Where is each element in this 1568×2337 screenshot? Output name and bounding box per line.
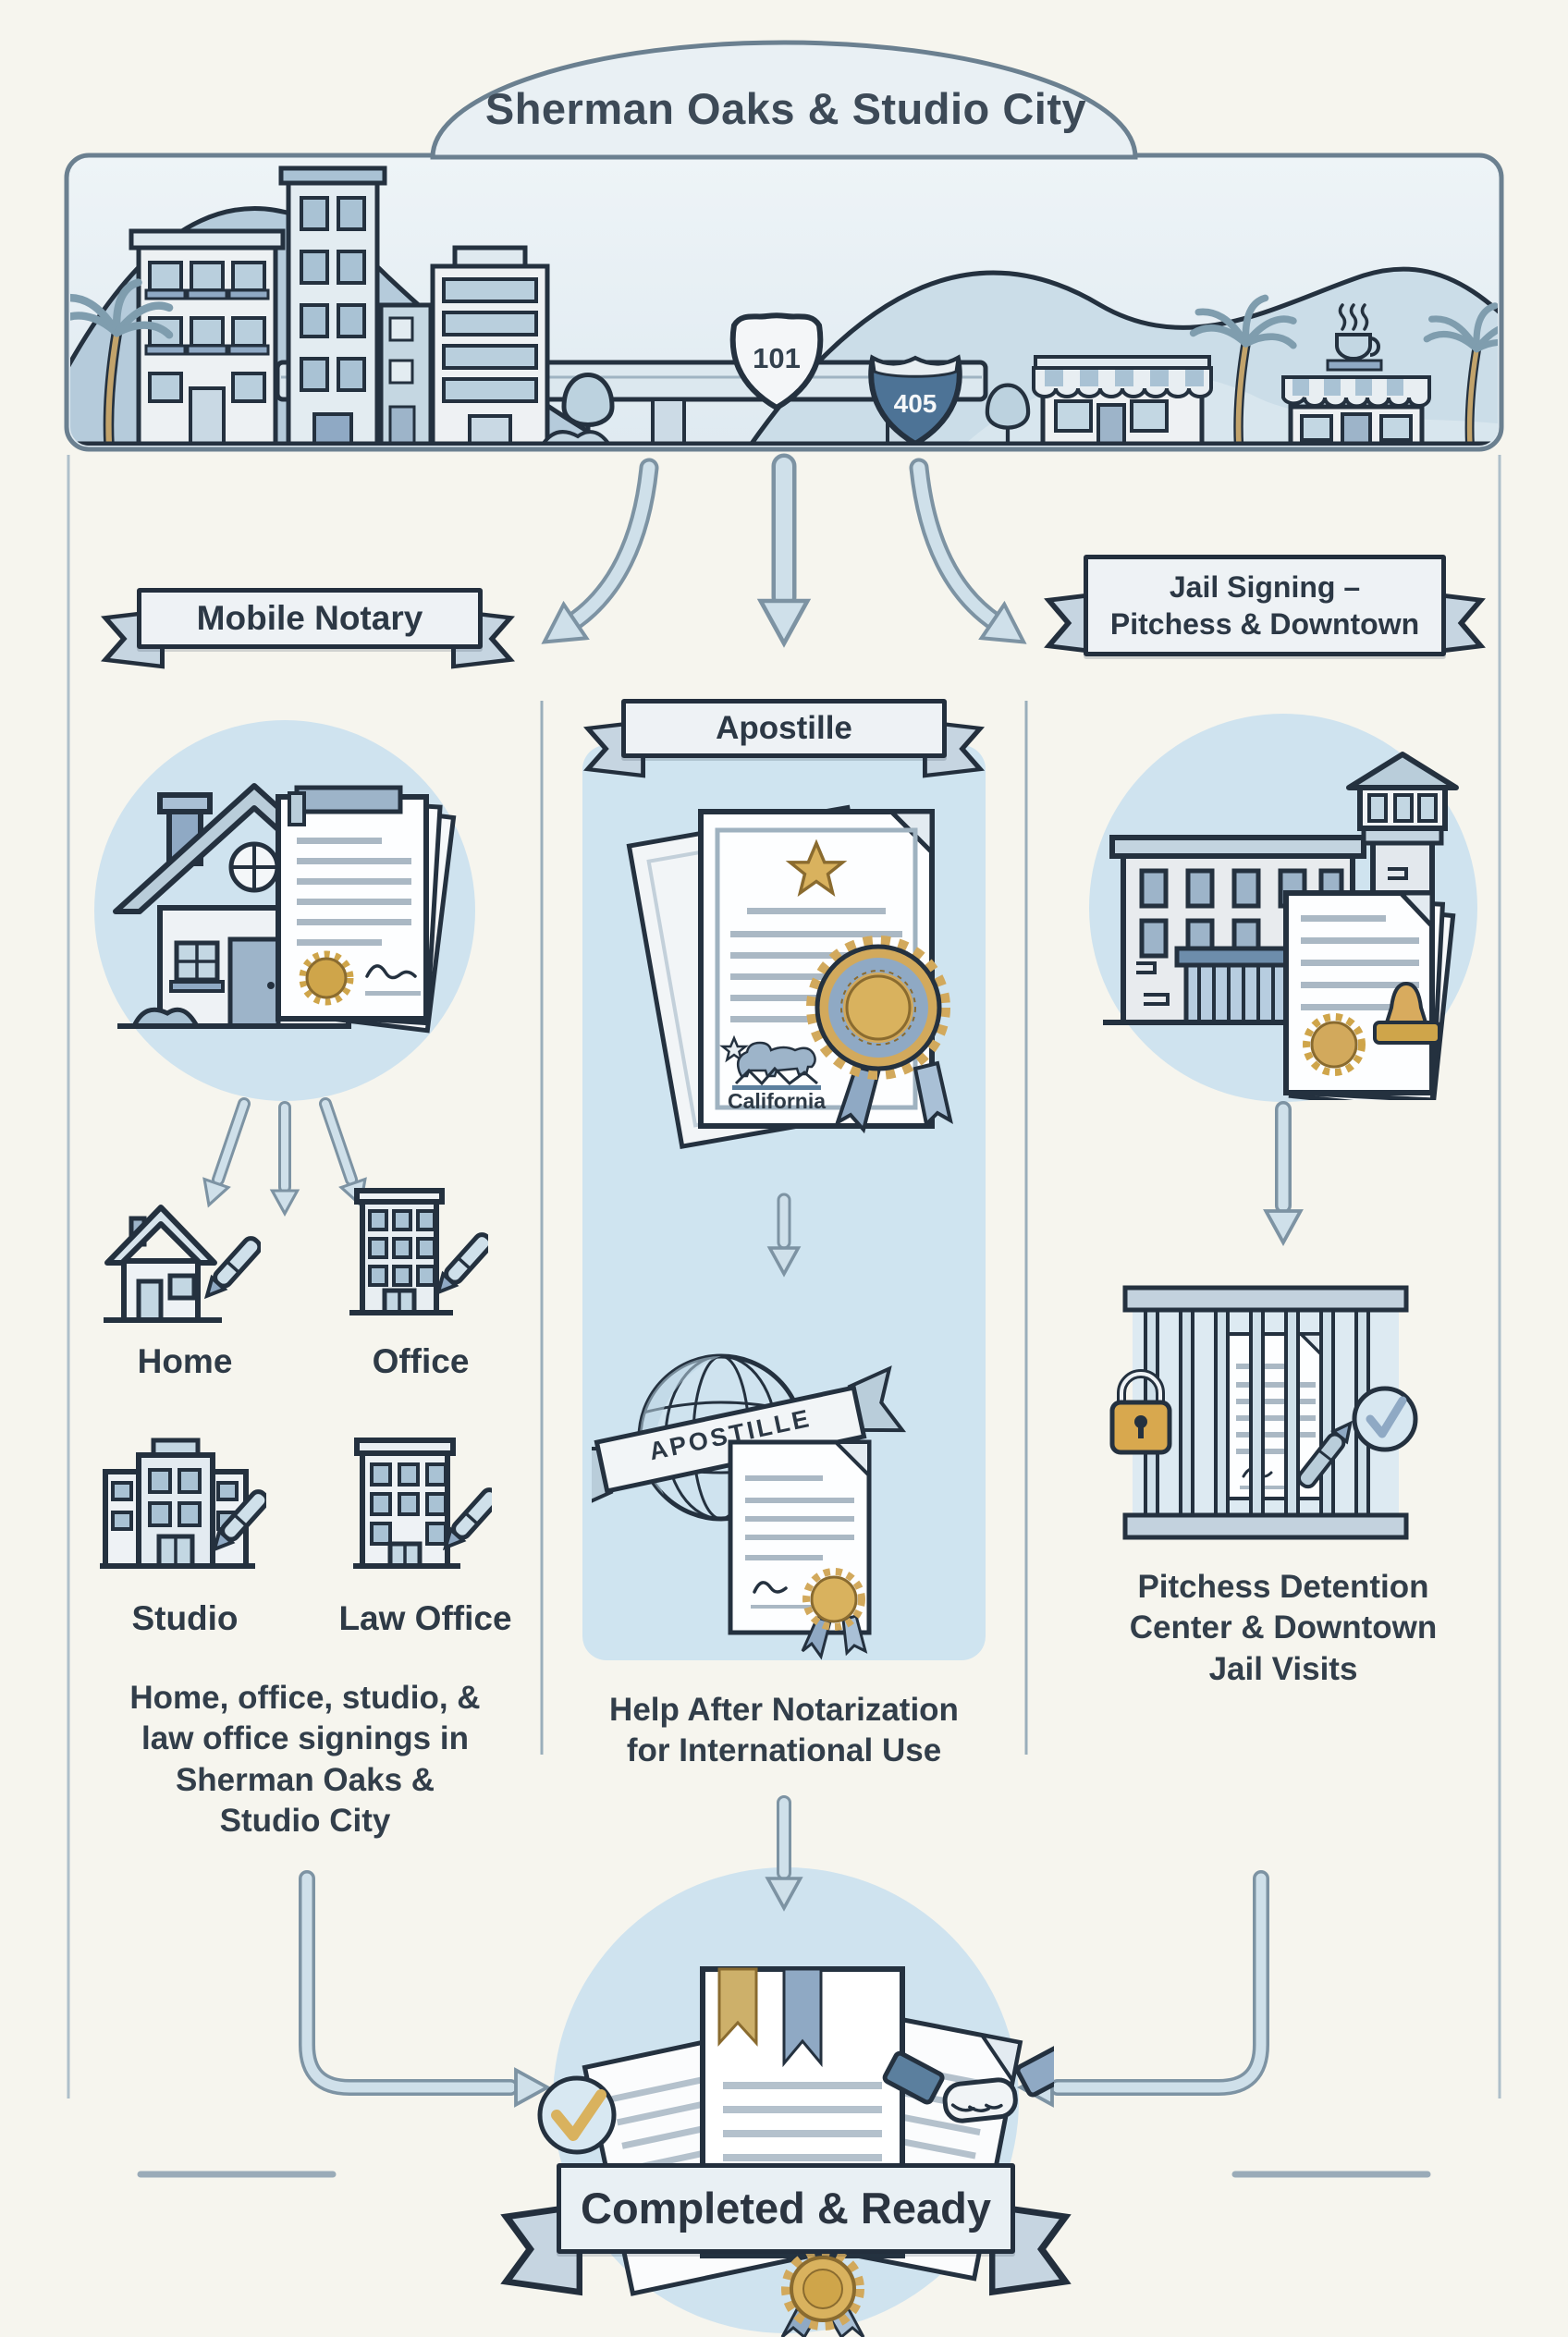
arrow-top-center — [761, 453, 808, 643]
page-title: Sherman Oaks & Studio City — [484, 84, 1087, 133]
rosette-seal-icon — [780, 2247, 865, 2337]
office-slat-building-icon — [430, 245, 550, 446]
arrow-fan-center — [270, 1101, 300, 1216]
studio-location-icon — [100, 1438, 266, 1569]
pen-icon — [442, 1487, 492, 1551]
arrow-bottom-left-elbow — [299, 1870, 549, 2107]
small-star-icon — [719, 1034, 749, 1063]
stamp-icon — [1373, 981, 1441, 1045]
star-icon — [785, 838, 848, 898]
padlock-icon — [1109, 1369, 1172, 1455]
jail-document-stack-icon — [1283, 890, 1456, 1100]
rosette-seal-icon — [801, 1568, 868, 1660]
bars-bottom-rail — [1122, 1512, 1409, 1540]
home-location-icon — [104, 1205, 261, 1323]
midrise-building-icon — [378, 302, 434, 446]
apostille-banner: Apostille — [582, 699, 986, 801]
mobile-notary-caption: Home, office, studio, & law office signi… — [129, 1680, 481, 1840]
studio-building-icon — [100, 1438, 255, 1569]
seal-icon — [299, 950, 354, 1006]
handshake-icon — [882, 2043, 1054, 2123]
california-label: California — [727, 1089, 827, 1113]
california-bear-icon — [732, 1041, 821, 1090]
jail-signing-banner: Jail Signing – Pitchess & Downtown — [1043, 555, 1487, 703]
apostille-document-icon — [728, 1439, 872, 1660]
rosette-seal-icon — [806, 936, 953, 1134]
studio-label: Studio — [131, 1599, 239, 1637]
office-location-icon — [349, 1188, 488, 1315]
law-office-label: Law Office — [338, 1599, 512, 1637]
office-building-icon — [349, 1188, 453, 1315]
interstate-405-label: 405 — [894, 389, 937, 418]
seal-icon — [1303, 1013, 1366, 1076]
arrow-top-right — [909, 458, 1037, 661]
interstate-405-shield-icon: 405 — [868, 354, 962, 446]
apostille-caption: Help After Notarization for Internationa… — [609, 1692, 959, 1769]
completed-banner-label: Completed & Ready — [581, 2183, 991, 2233]
jail-bars-icon — [1144, 1306, 1370, 1519]
jail-bars-illustration — [1109, 1285, 1418, 1540]
office-label: Office — [372, 1342, 470, 1380]
title-dome — [430, 40, 1138, 160]
cityscape-scene: 101 405 — [64, 40, 1504, 452]
bookmark-ribbon-blue — [782, 1967, 823, 2068]
pen-icon — [203, 1236, 261, 1300]
california-certificate-illustration — [626, 804, 953, 1150]
home-signing-illustration — [113, 783, 457, 1034]
arrow-bottom-right-elbow — [1019, 1870, 1269, 2107]
bush-icon — [130, 1007, 202, 1029]
bookmark-ribbon-gold — [717, 1967, 758, 2047]
arrow-top-left — [531, 458, 659, 661]
completed-banner: Completed & Ready — [499, 2163, 1072, 2302]
apostille-globe-illustration — [592, 1353, 907, 1660]
bars-top-rail — [1122, 1285, 1409, 1313]
binder-clip-icon — [294, 785, 403, 814]
mobile-notary-banner-label: Mobile Notary — [196, 598, 423, 637]
arrow-jail-down — [1264, 1101, 1303, 1244]
coffee-cup-icon — [1326, 303, 1383, 372]
check-circle-icon — [1352, 1386, 1418, 1452]
apartment-building-icon — [129, 228, 286, 446]
signature-icon — [753, 1581, 788, 1594]
freeway-101-label: 101 — [753, 342, 801, 374]
pen-icon — [435, 1232, 488, 1296]
freeway-101-shield-icon: 101 — [729, 312, 824, 411]
apostille-banner-label: Apostille — [716, 710, 852, 747]
jail-caption: Pitchess Detention Center & Downtown Jai… — [1129, 1569, 1438, 1687]
signature-icon — [365, 964, 417, 980]
cafe-storefront-icon — [1281, 303, 1431, 446]
home-label: Home — [137, 1342, 233, 1380]
document-stack-icon — [276, 785, 457, 1034]
jail-illustration — [1103, 752, 1459, 1100]
jail-banner-line1: Jail Signing – — [1169, 570, 1361, 604]
law-office-location-icon — [353, 1438, 492, 1569]
house-icon — [104, 1205, 222, 1323]
storefront-icon — [1032, 355, 1213, 446]
mobile-notary-banner: Mobile Notary — [100, 588, 516, 691]
highrise-building-icon — [278, 165, 387, 446]
jail-banner-line2: Pitchess & Downtown — [1109, 607, 1420, 641]
pen-icon — [211, 1489, 266, 1553]
law-office-building-icon — [353, 1438, 460, 1569]
check-circle-icon — [537, 2075, 617, 2155]
pen-icon — [1296, 1420, 1353, 1489]
